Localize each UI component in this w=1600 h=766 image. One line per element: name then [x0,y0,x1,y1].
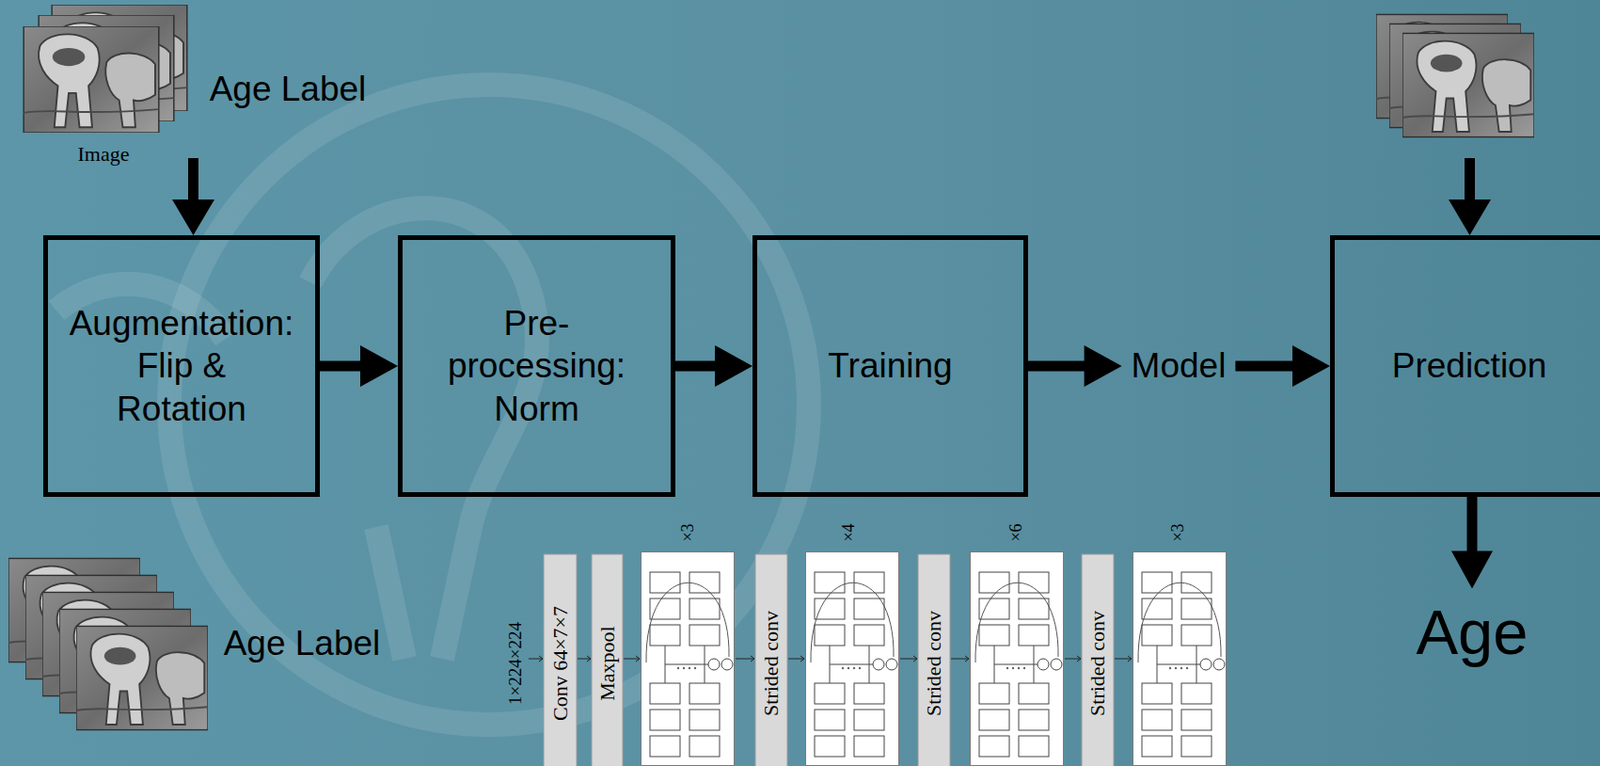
layer-arrow [528,655,1132,662]
residual-block [1133,552,1227,766]
repeat-count: ×4 [839,522,859,541]
layer-name: Conv 64×7×7 [549,605,572,721]
arrow-shaft [1028,361,1087,372]
process-box: Training [752,235,1029,497]
residual-block [970,552,1064,766]
xray-image [23,26,159,133]
arrow-head [360,345,398,387]
label-text: Age Label [223,624,381,664]
image-caption: Image [78,142,130,166]
process-box: Prediction [1330,235,1600,497]
node-text: Training [827,344,952,387]
layer-name: Maxpool [596,625,619,700]
node-text: Prediction [1392,344,1548,387]
repeat-count: ×3 [679,522,698,541]
arrow-head [1292,345,1331,387]
node-text: Augmentation: Flip & Rotation [67,301,296,429]
layer-bar [543,554,577,766]
flow-arrow [675,345,753,387]
output-text: Model [1122,344,1236,389]
output-text: Age [1406,587,1537,676]
repeat-count: ×6 [1007,522,1027,541]
xray-stack [8,557,208,729]
xray-image [1402,32,1535,137]
xray-stack [23,4,188,133]
xray-image [76,625,208,729]
residual-block [641,552,735,766]
arrow-shaft [1467,496,1478,553]
arrow-head [1451,550,1493,588]
layer-bar [755,554,788,766]
xray-stack [1376,14,1535,137]
arrow-shaft [675,361,717,372]
input-size: 1×224×224 [506,621,526,705]
network-architecture [528,552,1227,766]
layer-bar [918,554,951,766]
layer-bar [1081,554,1114,766]
arrow-head [1084,345,1123,387]
arrow-shaft [1235,360,1295,371]
node-text: Pre-processing: Norm [433,301,641,429]
flow-arrow [319,345,398,387]
process-box: Pre-processing: Norm [397,235,676,497]
residual-block [806,552,900,766]
node-text: Model [1131,346,1227,387]
layer-name: Strided conv [760,610,783,716]
repeat-count: ×3 [1169,522,1189,541]
label-text: Age Label [209,70,367,110]
input-arrow [172,158,1491,236]
arrow-head [714,345,753,387]
flow-arrow [1235,345,1331,387]
layer-bar [591,554,623,766]
flow-arrow [1028,345,1123,387]
node-text: Age [1415,595,1528,668]
arrow-shaft [319,361,363,372]
process-box: Augmentation: Flip & Rotation [43,235,320,497]
flow-arrow [1451,496,1493,588]
layer-name: Strided conv [922,610,946,716]
layer-name: Strided conv [1086,610,1109,716]
